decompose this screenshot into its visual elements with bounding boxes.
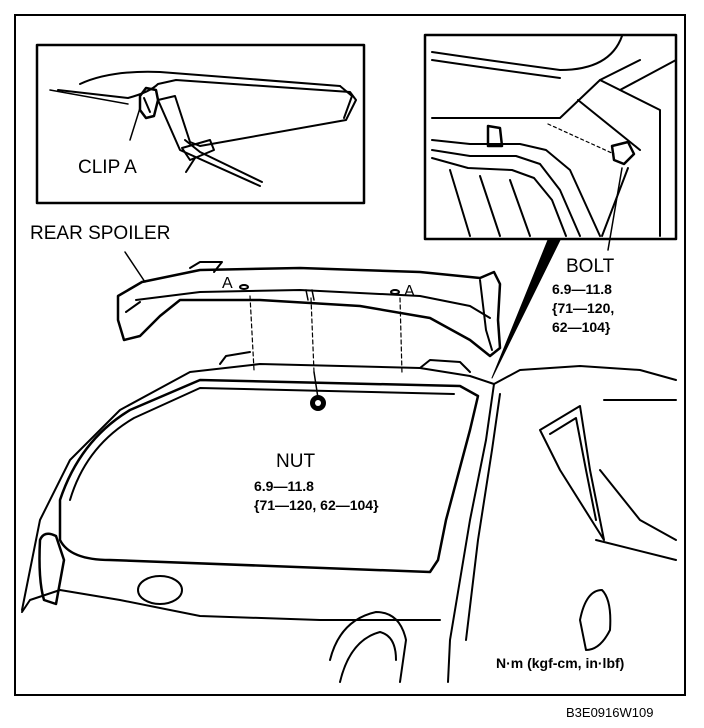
marker-a-right: A [404, 283, 415, 300]
bolt-torque-line-1: 6.9—11.8 [552, 281, 612, 297]
bolt-torque: 6.9—11.8 {71—120, 62—104} [552, 280, 614, 337]
clip-a-label: CLIP A [78, 157, 137, 178]
clip-a-shape [138, 86, 160, 120]
marker-a-left: A [222, 275, 233, 292]
rear-spoiler [116, 261, 502, 358]
nut-torque-line-2: {71—120, 62—104} [254, 497, 379, 513]
nut-torque-line-1: 6.9—11.8 [254, 478, 314, 494]
clip-detail-inset [35, 43, 366, 205]
bolt-label: BOLT [566, 256, 615, 277]
spoiler-leader [124, 251, 146, 283]
bolt-torque-line-3: 62—104} [552, 319, 611, 335]
nut-label: NUT [276, 451, 316, 472]
figure-code: B3E0916W109 [566, 705, 654, 720]
car-body [21, 351, 677, 683]
bolt-torque-line-2: {71—120, [552, 300, 615, 316]
fastener-markers [239, 284, 403, 411]
nut-torque: 6.9—11.8 {71—120, 62—104} [254, 477, 379, 515]
bolt-leader [607, 167, 623, 251]
rear-spoiler-label: REAR SPOILER [30, 223, 171, 244]
inset-pointer [491, 239, 561, 379]
bolt-detail-inset [423, 33, 678, 241]
diagram-frame [14, 14, 686, 696]
units-note: N·m (kgf-cm, in·lbf) [496, 655, 625, 671]
